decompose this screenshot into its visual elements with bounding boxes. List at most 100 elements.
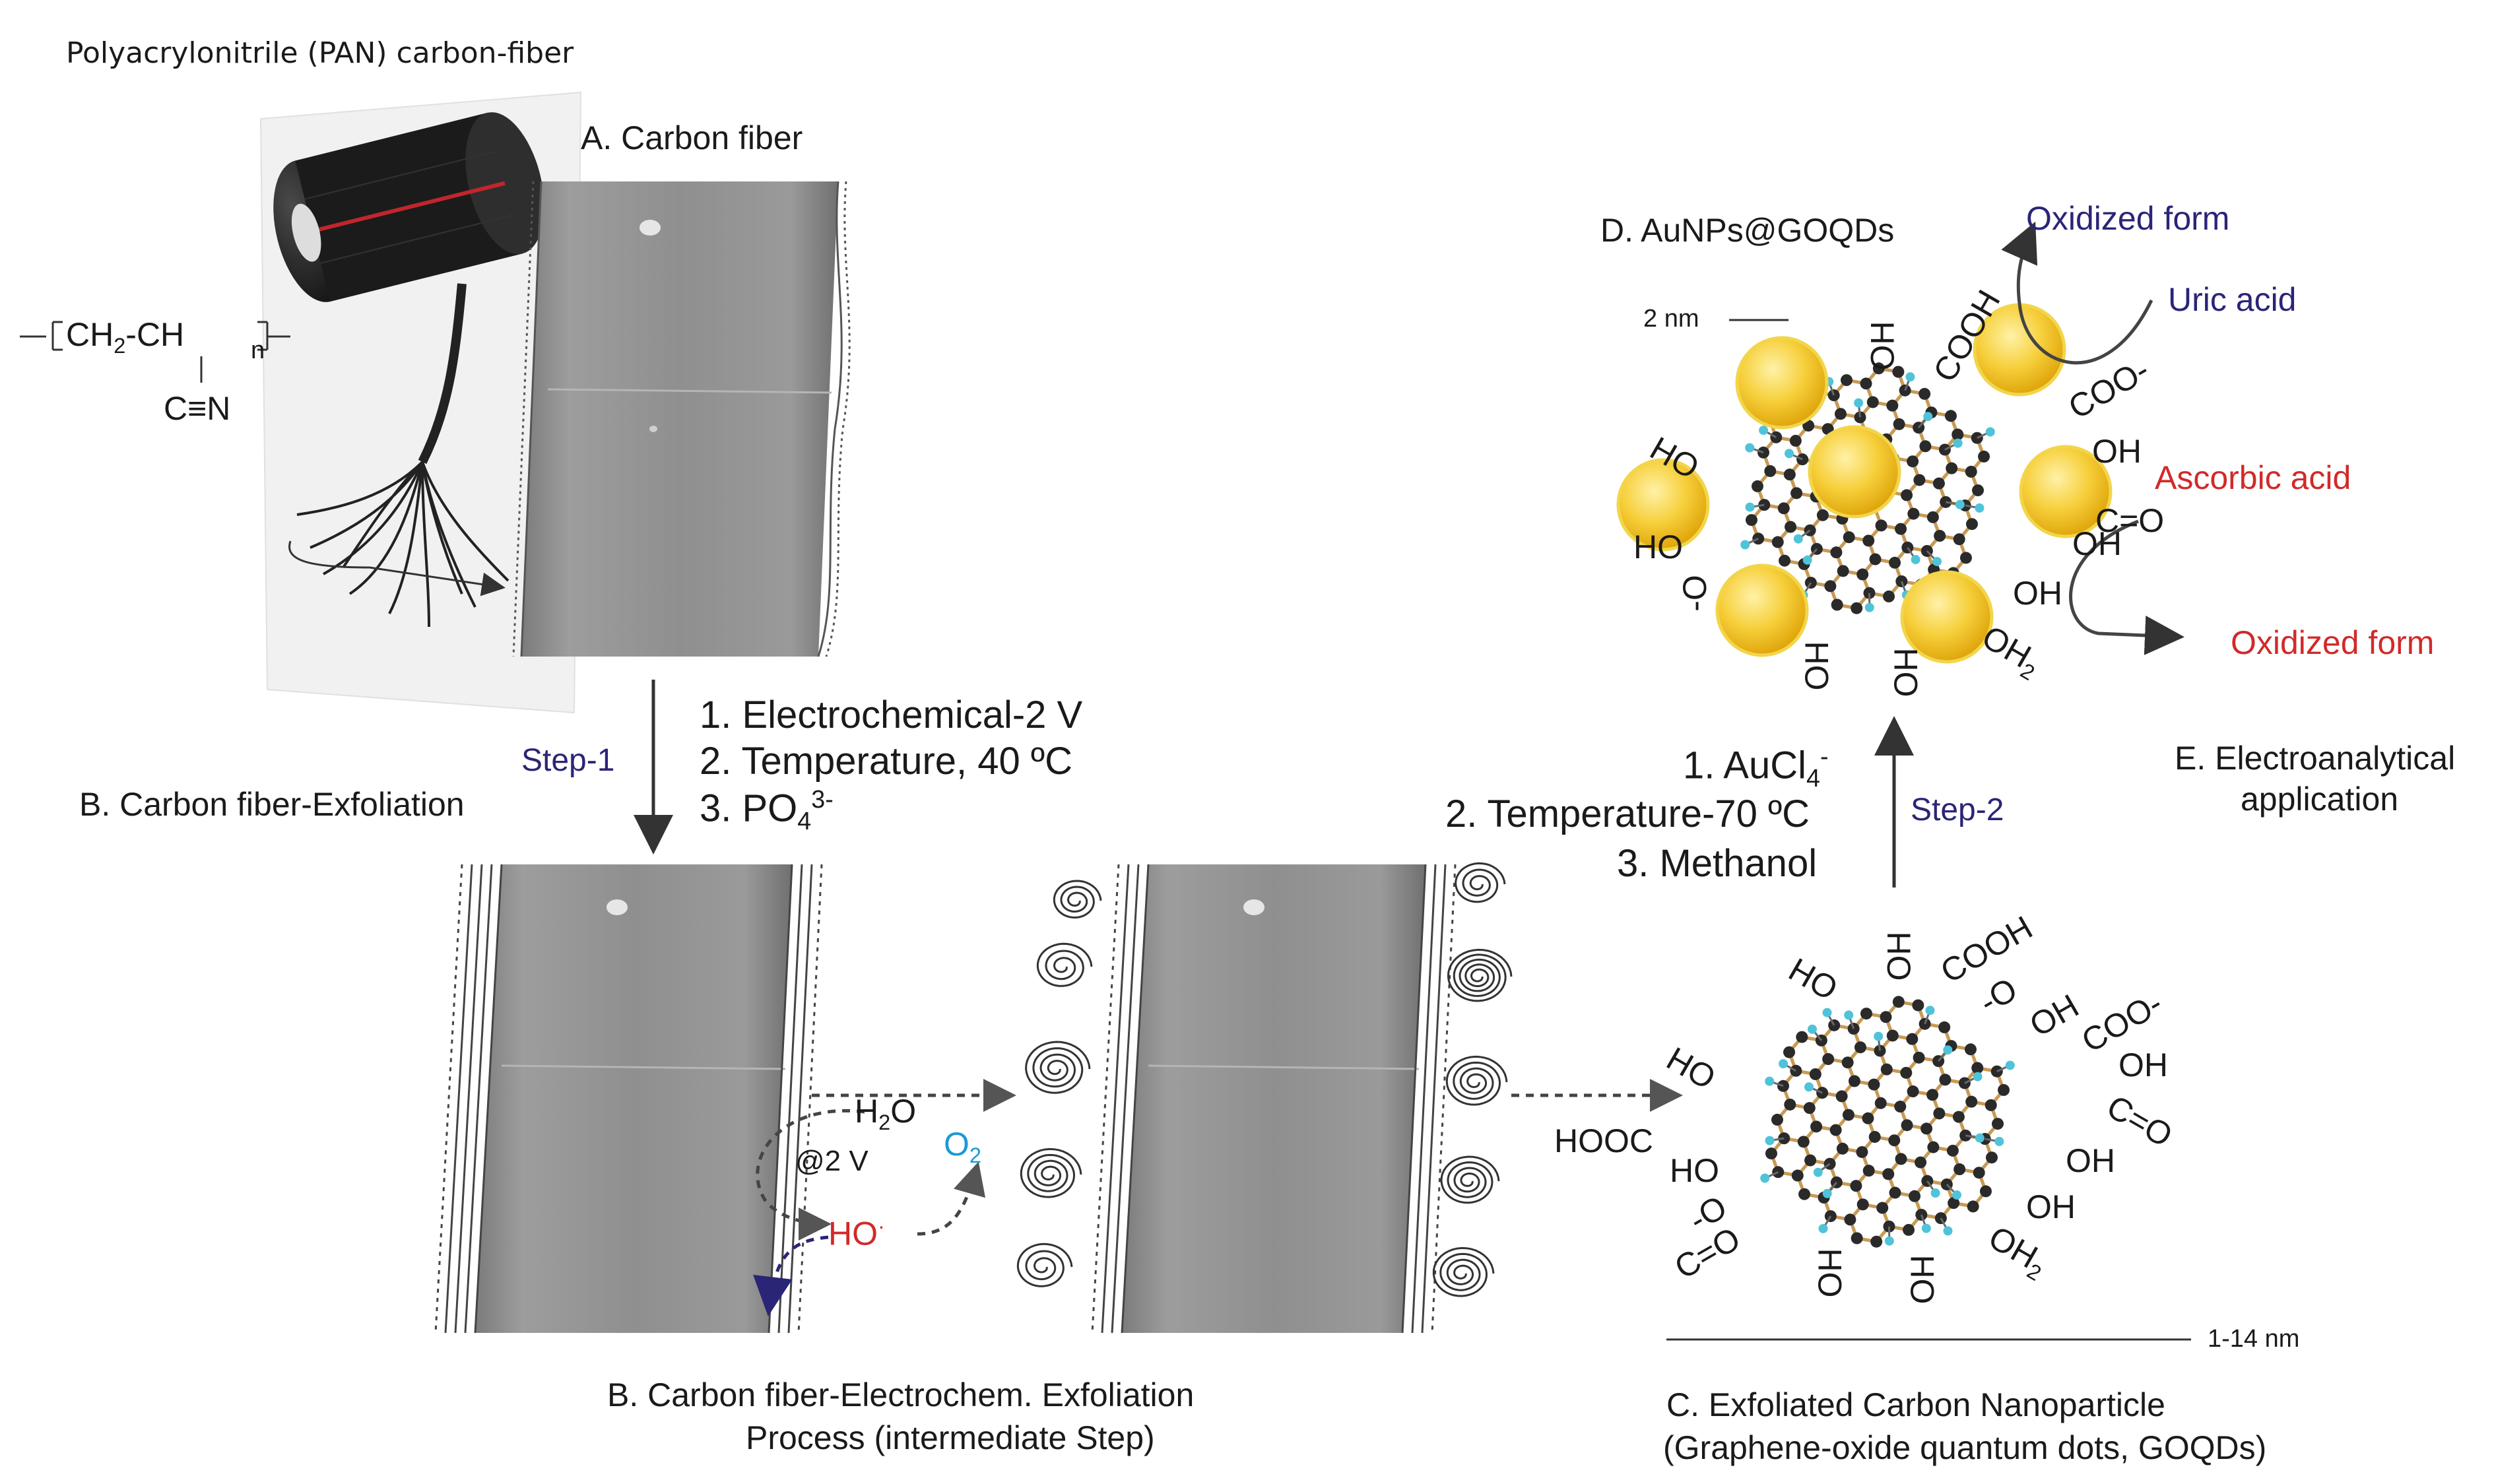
carbon-atom: [1866, 396, 1879, 408]
carbon-atom: [1967, 1200, 1979, 1213]
carbon-atom: [1856, 1145, 1868, 1158]
exfoliated-sheet-swirl: [1020, 1147, 1082, 1198]
step2-label: Step-2: [1911, 792, 2004, 827]
carbon-atom: [1848, 1075, 1860, 1087]
analyte-arrows: [2001, 221, 2184, 655]
hydrogen-atom: [1930, 1188, 1940, 1198]
carbon-atom: [1952, 428, 1964, 441]
hydrogen-atom: [1994, 1136, 2004, 1146]
carbon-atom: [1764, 465, 1777, 477]
hydrogen-atom: [1793, 534, 1803, 544]
carbon-atom: [1783, 468, 1796, 481]
carbon-atom: [1933, 1107, 1946, 1120]
carbon-atom: [1886, 1029, 1899, 1042]
step1-cond3-text: 3. PO: [700, 787, 798, 830]
carbon-atom: [1876, 1202, 1889, 1214]
hydrogen-atom: [1745, 502, 1755, 512]
ascorbic-acid-label: Ascorbic acid: [2155, 459, 2351, 496]
hydrogen-atom: [1804, 1082, 1814, 1092]
goqd-bottom-oh-4: OH: [2066, 1142, 2115, 1179]
step1-cond3: 3. PO43-: [700, 785, 834, 835]
carbon-atom: [1862, 534, 1875, 547]
hydrogen-atom: [2005, 1060, 2015, 1070]
hydrogen-atom: [1802, 555, 1812, 565]
carbon-atom: [1882, 1168, 1895, 1180]
goqd-bottom-ho-5: HO: [1903, 1254, 1941, 1305]
hydrogen-atom: [1759, 426, 1769, 436]
carbon-atom: [1979, 1185, 1992, 1198]
carbon-atom: [1862, 1165, 1875, 1177]
water-o: O: [890, 1093, 917, 1130]
hydrogen-atom: [1822, 1008, 1832, 1017]
carbon-atom: [1829, 1124, 1842, 1136]
carbon-atom: [1952, 1111, 1965, 1123]
hydroxyl-radical-dot: ·: [878, 1214, 885, 1238]
carbon-atom: [1894, 1101, 1907, 1113]
carbon-atom: [1903, 1223, 1915, 1236]
hydrogen-atom: [1765, 1076, 1775, 1086]
carbon-atom: [1912, 999, 1924, 1012]
carbon-atom: [1889, 556, 1901, 569]
carbon-atom: [1932, 477, 1945, 490]
carbon-atom: [1901, 1119, 1913, 1132]
carbon-atom: [1842, 1109, 1854, 1121]
gold-nanoparticle: [2019, 445, 2113, 538]
step2-cond1: 1. AuCl4-: [1683, 742, 1829, 792]
carbon-atom: [1837, 565, 1849, 577]
carbon-atom: [1796, 1031, 1808, 1043]
carbon-atom: [1926, 511, 1939, 523]
carbon-atom: [1856, 1198, 1869, 1211]
carbon-atom: [1830, 546, 1843, 559]
hydrogen-atom: [1822, 1188, 1832, 1198]
sem-fiber-intermediate: [1091, 864, 1457, 1334]
exfoliation-swirls: [1016, 862, 1513, 1297]
carbon-atom: [1944, 410, 1957, 422]
panel-d-title: D. AuNPs@GOQDs: [1600, 212, 1895, 249]
carbon-atom: [1816, 509, 1829, 521]
carbon-atom: [1771, 1113, 1783, 1126]
hydrogen-atom: [1923, 412, 1933, 422]
carbon-atom: [1856, 568, 1869, 581]
carbon-atom: [1900, 1066, 1913, 1079]
carbon-atom: [1907, 507, 1920, 520]
carbon-atom: [1892, 366, 1905, 378]
carbon-atom: [1965, 518, 1978, 531]
carbon-atom: [1901, 489, 1913, 501]
panel-e-title-line1: E. Electroanalytical: [2175, 740, 2456, 777]
hydrogen-atom: [1818, 1223, 1828, 1233]
hydrogen-atom: [1973, 1072, 1983, 1081]
exfoliated-sheet-swirl: [1432, 1246, 1495, 1297]
step1-cond2: 2. Temperature, 40 ºC: [700, 740, 1072, 783]
hydrogen-atom: [1905, 372, 1915, 382]
goqd-top-oh-1: OH: [1864, 321, 1901, 371]
hydrogen-atom: [1784, 449, 1794, 459]
goqd-bottom-oh-3: OH: [2118, 1047, 2168, 1083]
carbon-atom: [1851, 602, 1863, 614]
carbon-atom: [1797, 1136, 1810, 1148]
carbon-atom: [1938, 1021, 1951, 1033]
carbon-atom: [1868, 1078, 1880, 1091]
photo-to-fiber-arrow: [288, 540, 506, 597]
pan-ch2-text: CH: [66, 316, 114, 353]
gold-nanoparticle: [1900, 570, 1994, 664]
carbon-atom: [1854, 1041, 1866, 1054]
carbon-atom: [1913, 1051, 1925, 1064]
carbon-atom: [1798, 1188, 1811, 1200]
goqd-bottom-oh-1: OH: [1880, 931, 1918, 981]
hydrogen-atom: [1925, 1006, 1935, 1016]
mechanism-arrows: [753, 1079, 1683, 1316]
hydrogen-atom: [1955, 500, 1965, 509]
carbon-atom: [1831, 598, 1843, 611]
panel-b-title: B. Carbon fiber-Exfoliation: [79, 786, 465, 823]
goqd-top-oh-3: OH: [2072, 525, 2122, 562]
goqd-top-ho-4: HO: [1887, 647, 1924, 697]
goqd-bottom-hooc: HOOC: [1554, 1122, 1653, 1159]
pan-ch2: CH2-CH: [66, 315, 184, 358]
carbon-atom: [1791, 1169, 1804, 1182]
carbon-atom: [1919, 387, 1931, 400]
carbon-atom: [1870, 1235, 1883, 1248]
carbon-atom: [1895, 523, 1907, 535]
carbon-atom: [1751, 480, 1763, 492]
goqd-top-oh-4: OH: [2013, 575, 2062, 612]
exfoliated-sheet-swirl: [1447, 948, 1513, 1002]
